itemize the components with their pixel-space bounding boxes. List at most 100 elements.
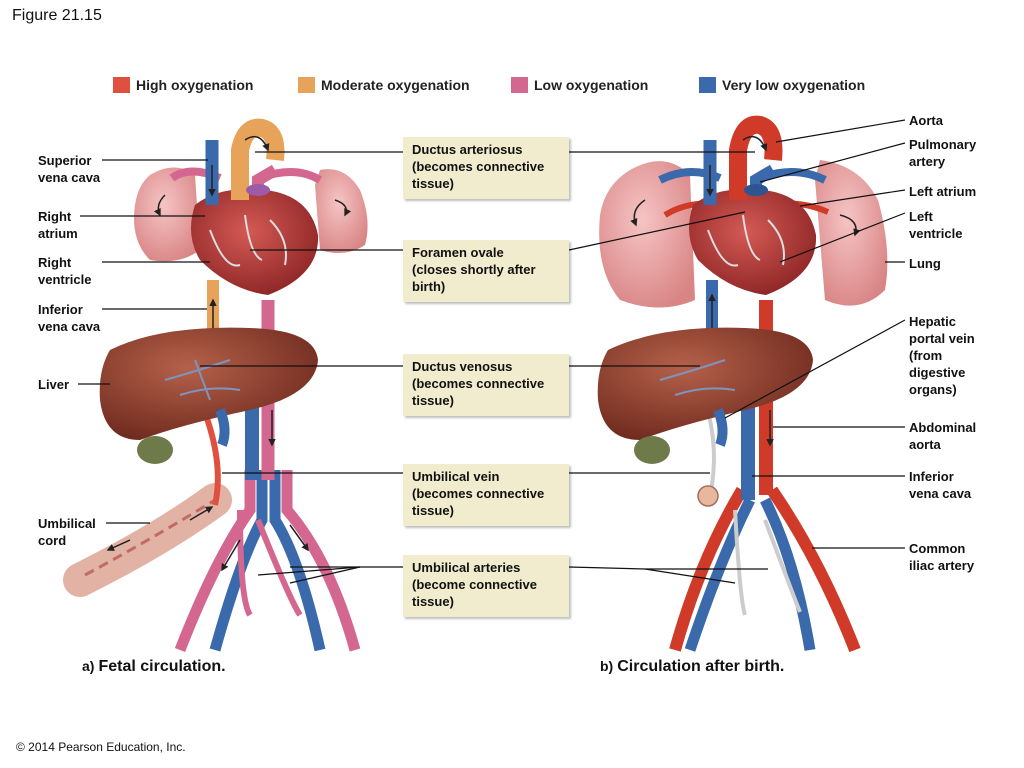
leader-lines: [78, 119, 906, 584]
label-line: aorta: [909, 437, 941, 452]
box-ductus-arteriosus: Ductus arteriosus (becomes connective ti…: [403, 137, 569, 199]
label-line: Inferior: [38, 302, 83, 317]
fetal-aortic-arch: [231, 118, 285, 200]
label-lung: Lung: [909, 255, 941, 272]
label-line: Left atrium: [909, 184, 977, 199]
label-common-iliac-artery: Common iliac artery: [909, 540, 974, 574]
label-line: Superior: [38, 153, 92, 168]
box-line: Foramen ovale: [412, 245, 504, 260]
fetal-illustration: [63, 118, 368, 652]
label-line: Aorta: [909, 113, 943, 128]
label-line: Inferior: [909, 469, 954, 484]
label-line: Umbilical: [38, 516, 96, 531]
legend-swatch-very-low: [699, 77, 716, 93]
label-left-atrium: Left atrium: [909, 183, 976, 200]
box-line: (becomes connective: [412, 159, 545, 174]
after-birth-aortic-arch: [729, 115, 783, 200]
legend-item-low: Low oxygenation: [511, 75, 648, 95]
label-line: Hepatic: [909, 314, 956, 329]
box-line: tissue): [412, 176, 454, 191]
label-line: Left: [909, 209, 933, 224]
label-line: vena cava: [909, 486, 972, 501]
caption-after-birth: b)Circulation after birth.: [600, 658, 784, 676]
after-birth-liver: [597, 327, 813, 440]
legend-label-moderate: Moderate oxygenation: [321, 77, 470, 93]
figure-title: Figure 21.15: [12, 7, 102, 24]
box-line: Umbilical arteries: [412, 560, 521, 575]
caption-tag-b: b): [600, 658, 614, 674]
box-line: Ductus arteriosus: [412, 142, 523, 157]
label-right-atrium: Right atrium: [38, 208, 78, 242]
label-line: artery: [909, 154, 946, 169]
label-line: vena cava: [38, 170, 101, 185]
caption-text-a: Fetal circulation.: [98, 658, 226, 675]
label-superior-vena-cava: Superior vena cava: [38, 152, 100, 186]
label-line: Right: [38, 255, 72, 270]
box-line: tissue): [412, 503, 454, 518]
label-line: vena cava: [38, 319, 101, 334]
box-line: (become connective: [412, 577, 537, 592]
label-umbilical-cord: Umbilical cord: [38, 515, 96, 549]
label-abdominal-aorta: Abdominal aorta: [909, 419, 976, 453]
label-line: (from: [909, 348, 943, 363]
caption-tag-a: a): [82, 658, 95, 674]
label-line: Right: [38, 209, 72, 224]
fetal-left-lung: [315, 169, 368, 254]
box-line: tissue): [412, 393, 454, 408]
legend-swatch-high: [113, 77, 130, 93]
legend-item-high: High oxygenation: [113, 75, 253, 95]
label-line: digestive: [909, 365, 966, 380]
legend-label-very-low: Very low oxygenation: [722, 77, 866, 93]
caption-text-b: Circulation after birth.: [617, 658, 785, 675]
box-foramen-ovale: Foramen ovale (closes shortly after birt…: [403, 240, 569, 302]
label-line: iliac artery: [909, 558, 975, 573]
legend-item-very-low: Very low oxygenation: [699, 75, 865, 95]
label-inferior-vena-cava-right: Inferior vena cava: [909, 468, 971, 502]
legend-swatch-moderate: [298, 77, 315, 93]
after-birth-gallbladder: [634, 436, 670, 464]
label-line: Lung: [909, 256, 941, 271]
after-birth-lower-vessels: [669, 486, 861, 653]
label-hepatic-portal-vein: Hepatic portal vein (from digestive orga…: [909, 313, 975, 398]
box-line: birth): [412, 279, 446, 294]
label-aorta: Aorta: [909, 112, 943, 129]
box-line: (becomes connective: [412, 486, 545, 501]
label-line: Abdominal: [909, 420, 977, 435]
label-line: Pulmonary: [909, 137, 977, 152]
label-line: atrium: [38, 226, 78, 241]
after-birth-illustration: [597, 115, 888, 653]
fetal-heart: [191, 189, 319, 295]
box-ductus-venosus: Ductus venosus (becomes connective tissu…: [403, 354, 569, 416]
label-right-ventricle: Right ventricle: [38, 254, 91, 288]
box-line: (becomes connective: [412, 376, 545, 391]
caption-fetal-circulation: a)Fetal circulation.: [82, 658, 226, 676]
label-liver: Liver: [38, 376, 69, 393]
label-line: cord: [38, 533, 67, 548]
label-pulmonary-artery: Pulmonary artery: [909, 136, 976, 170]
label-left-ventricle: Left ventricle: [909, 208, 962, 242]
fetal-liver: [99, 327, 318, 440]
box-line: (closes shortly after: [412, 262, 536, 277]
box-line: Umbilical vein: [412, 469, 500, 484]
legend-swatch-low: [511, 77, 528, 93]
label-line: organs): [909, 382, 957, 397]
label-line: ventricle: [38, 272, 92, 287]
label-line: ventricle: [909, 226, 963, 241]
after-birth-left-lung: [815, 160, 888, 306]
legend-label-high: High oxygenation: [136, 77, 254, 93]
fetal-gallbladder: [137, 436, 173, 464]
label-line: portal vein: [909, 331, 975, 346]
label-line: Common: [909, 541, 966, 556]
box-umbilical-arteries: Umbilical arteries (become connective ti…: [403, 555, 569, 617]
box-line: tissue): [412, 594, 454, 609]
legend: High oxygenation Moderate oxygenation Lo…: [0, 75, 1024, 95]
after-birth-umbilicus: [697, 485, 719, 507]
box-umbilical-vein: Umbilical vein (becomes connective tissu…: [403, 464, 569, 526]
after-birth-right-lung: [599, 161, 695, 308]
box-line: Ductus venosus: [412, 359, 513, 374]
label-inferior-vena-cava-left: Inferior vena cava: [38, 301, 100, 335]
after-birth-heart: [689, 189, 817, 295]
legend-label-low: Low oxygenation: [534, 77, 649, 93]
label-line: Liver: [38, 377, 70, 392]
